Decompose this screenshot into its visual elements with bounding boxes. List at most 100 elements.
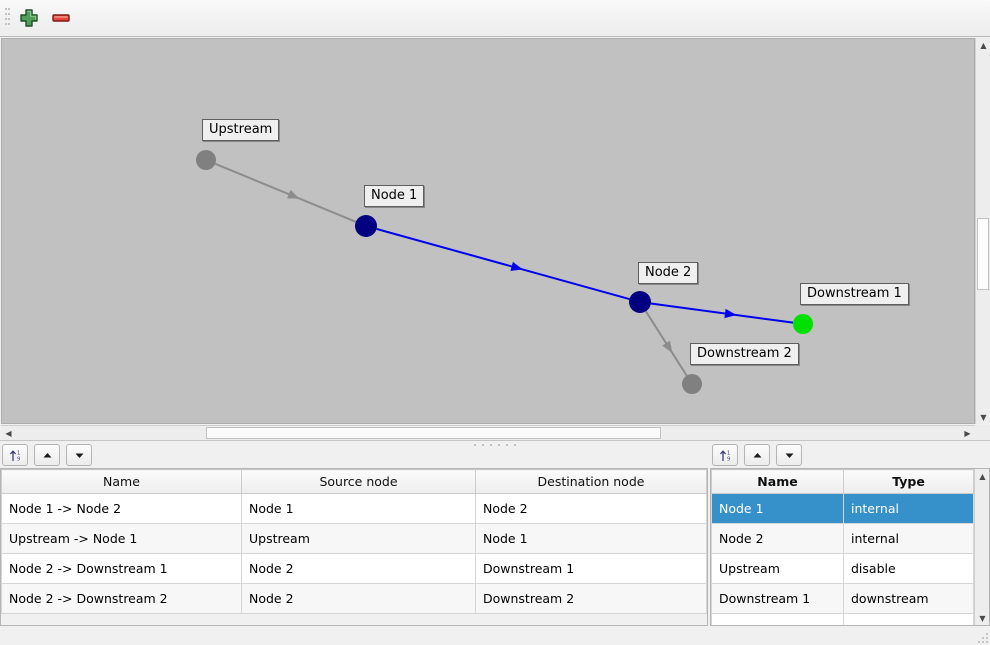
graph-edge-arrow-node2-downstream2 xyxy=(662,340,673,353)
cell-type[interactable]: internal xyxy=(843,523,974,554)
cell-source[interactable]: Node 2 xyxy=(241,553,476,584)
graph-node-downstream2[interactable] xyxy=(682,374,702,394)
arrow-up-icon xyxy=(753,452,761,457)
connections-toolbar: 1 9 xyxy=(0,442,708,468)
scroll-up-arrow-icon[interactable]: ▲ xyxy=(980,40,987,50)
cell-name[interactable]: Upstream -> Node 1 xyxy=(1,523,242,554)
graph-node-upstream[interactable] xyxy=(196,150,216,170)
graph-node-node2[interactable] xyxy=(629,291,651,313)
nodes-table-scrollbar[interactable]: ▲ ▼ xyxy=(974,469,989,625)
cell-empty[interactable] xyxy=(711,613,844,625)
graph-node-label-downstream2[interactable]: Downstream 2 xyxy=(690,343,799,365)
cell-name[interactable]: Node 2 -> Downstream 1 xyxy=(1,553,242,584)
status-bar xyxy=(0,627,990,645)
cell-name[interactable]: Node 1 xyxy=(711,493,844,524)
graph-edge-node1-node2[interactable] xyxy=(376,227,630,301)
cell-destination[interactable]: Node 2 xyxy=(475,493,707,524)
connections-move-down-button[interactable] xyxy=(66,444,92,466)
nodes-sort-button[interactable]: 1 9 xyxy=(712,444,738,466)
graph-edges-layer xyxy=(196,150,813,394)
arrow-up-icon xyxy=(43,452,51,457)
cell-destination[interactable]: Node 1 xyxy=(475,523,707,554)
cell-source[interactable]: Upstream xyxy=(241,523,476,554)
cell-name[interactable]: Node 1 -> Node 2 xyxy=(1,493,242,524)
scroll-down-arrow-icon[interactable]: ▼ xyxy=(979,613,986,623)
cell-empty[interactable] xyxy=(843,613,974,625)
table-row-empty[interactable] xyxy=(711,613,974,625)
column-header-type[interactable]: Type xyxy=(843,469,974,494)
cell-type[interactable]: internal xyxy=(843,493,974,524)
canvas-hscroll-thumb[interactable] xyxy=(206,427,661,439)
splitter-grip-dots xyxy=(474,444,516,446)
cell-source[interactable]: Node 2 xyxy=(241,583,476,614)
panel-splitter[interactable] xyxy=(0,440,990,449)
graph-node-label-upstream[interactable]: Upstream xyxy=(202,119,280,141)
graph-edge-arrow-node2-downstream1 xyxy=(724,308,737,319)
scroll-up-arrow-icon[interactable]: ▲ xyxy=(979,471,986,481)
sort-ascending-icon: 1 9 xyxy=(719,450,730,462)
cell-source[interactable]: Node 1 xyxy=(241,493,476,524)
window-resize-grip[interactable] xyxy=(977,632,988,643)
svg-text:9: 9 xyxy=(727,456,730,462)
main-toolbar xyxy=(0,0,990,37)
graph-node-label-node1[interactable]: Node 1 xyxy=(364,185,425,207)
nodes-move-up-button[interactable] xyxy=(744,444,770,466)
nodes-move-down-button[interactable] xyxy=(776,444,802,466)
canvas-vscroll-thumb[interactable] xyxy=(977,218,989,290)
column-header-name[interactable]: Name xyxy=(711,469,844,494)
green-plus-icon xyxy=(20,9,38,27)
toolbar-drag-grip[interactable] xyxy=(5,8,10,30)
column-header-destination-node[interactable]: Destination node xyxy=(475,469,707,494)
canvas-vertical-scrollbar[interactable]: ▲ ▼ xyxy=(975,38,990,424)
sort-ascending-icon: 1 9 xyxy=(9,450,20,462)
connections-sort-button[interactable]: 1 9 xyxy=(2,444,28,466)
scroll-right-arrow-icon[interactable]: ▶ xyxy=(964,428,971,438)
cell-destination[interactable]: Downstream 2 xyxy=(475,583,707,614)
cell-name[interactable]: Upstream xyxy=(711,553,844,584)
svg-text:1: 1 xyxy=(17,450,20,456)
canvas-horizontal-scrollbar[interactable]: ◀ ▶ xyxy=(1,425,975,440)
cell-destination[interactable]: Downstream 1 xyxy=(475,553,707,584)
add-node-button[interactable] xyxy=(16,7,42,31)
red-minus-icon xyxy=(52,14,70,22)
delete-node-button[interactable] xyxy=(48,7,74,31)
graph-node-downstream1[interactable] xyxy=(793,314,813,334)
graph-node-node1[interactable] xyxy=(355,215,377,237)
connections-move-up-button[interactable] xyxy=(34,444,60,466)
arrow-down-icon xyxy=(785,453,793,458)
arrow-down-icon xyxy=(75,453,83,458)
graph-edge-node2-downstream1[interactable] xyxy=(650,302,794,324)
column-header-name[interactable]: Name xyxy=(1,469,242,494)
cell-name[interactable]: Downstream 1 xyxy=(711,583,844,614)
graph-node-label-downstream1[interactable]: Downstream 1 xyxy=(800,283,909,305)
cell-name[interactable]: Node 2 -> Downstream 2 xyxy=(1,583,242,614)
nodes-toolbar: 1 9 xyxy=(710,442,990,468)
graph-edge-arrow-upstream-node1 xyxy=(286,189,300,199)
scroll-left-arrow-icon[interactable]: ◀ xyxy=(5,428,12,438)
graph-node-label-node2[interactable]: Node 2 xyxy=(638,262,699,284)
cell-type[interactable]: downstream xyxy=(843,583,974,614)
column-header-source-node[interactable]: Source node xyxy=(241,469,476,494)
graph-edge-upstream-node1[interactable] xyxy=(214,162,357,223)
cell-name[interactable]: Node 2 xyxy=(711,523,844,554)
cell-type[interactable]: disable xyxy=(843,553,974,584)
scroll-down-arrow-icon[interactable]: ▼ xyxy=(980,412,987,422)
